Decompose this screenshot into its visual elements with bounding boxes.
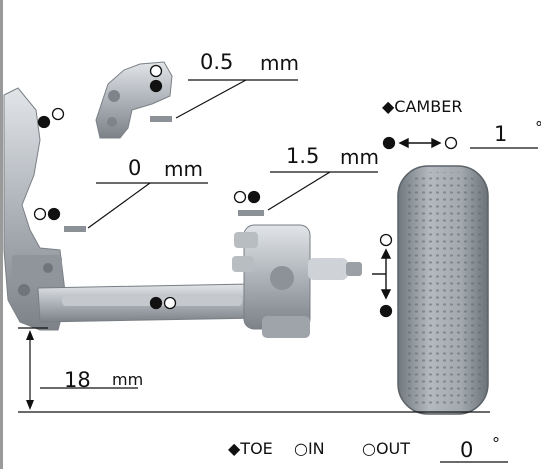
toe-title: ◆TOE: [228, 439, 273, 458]
position-markers: [33, 64, 458, 318]
arm-hollow-dot: [163, 296, 177, 310]
hub-shim-unit: mm: [340, 145, 379, 169]
toe-arrow: [372, 248, 392, 300]
front-filled-dot: [47, 207, 61, 221]
toe-hollow-dot: [379, 233, 393, 247]
caster-shim-unit: mm: [260, 51, 299, 75]
ride-height-dimension: [18, 327, 490, 413]
tire-part: [397, 165, 489, 415]
toe-out-label: ○OUT: [362, 439, 411, 458]
caster-shim-value: 0.5: [200, 50, 234, 74]
toe-value: 0: [460, 438, 474, 462]
hub-carrier-part: [232, 224, 362, 338]
front-shim-value: 0: [128, 156, 142, 180]
hub-shim-part: [238, 210, 264, 216]
chassis-part: [3, 87, 67, 331]
arm-filled-dot: [149, 296, 163, 310]
ride-height-value: 18: [64, 368, 91, 392]
camber-value: 1: [494, 122, 508, 146]
camber-arrow: [398, 137, 442, 149]
camber-hollow-dot: [444, 136, 458, 150]
callout-lines: [40, 79, 538, 463]
upper-filled-dot: [37, 115, 51, 129]
hub-hollow-dot: [233, 190, 247, 204]
toe-filled-dot: [379, 304, 393, 318]
camber-unit: °: [535, 118, 541, 137]
ride-height-unit: mm: [112, 370, 144, 389]
toe-in-label: ○IN: [294, 439, 325, 458]
hub-shim-value: 1.5: [286, 144, 320, 168]
front-shim-unit: mm: [164, 157, 203, 181]
caster-shim-part: [150, 116, 172, 122]
upper-hollow-dot: [51, 107, 65, 121]
front-hollow-dot: [33, 207, 47, 221]
camber-filled-dot: [382, 136, 396, 150]
toe-unit: °: [492, 434, 500, 453]
caster-filled-dot: [149, 79, 163, 93]
camber-title: ◆CAMBER: [382, 97, 463, 116]
front-shim-part: [64, 226, 86, 232]
caster-hollow-dot: [149, 64, 163, 78]
hub-filled-dot: [247, 190, 261, 204]
